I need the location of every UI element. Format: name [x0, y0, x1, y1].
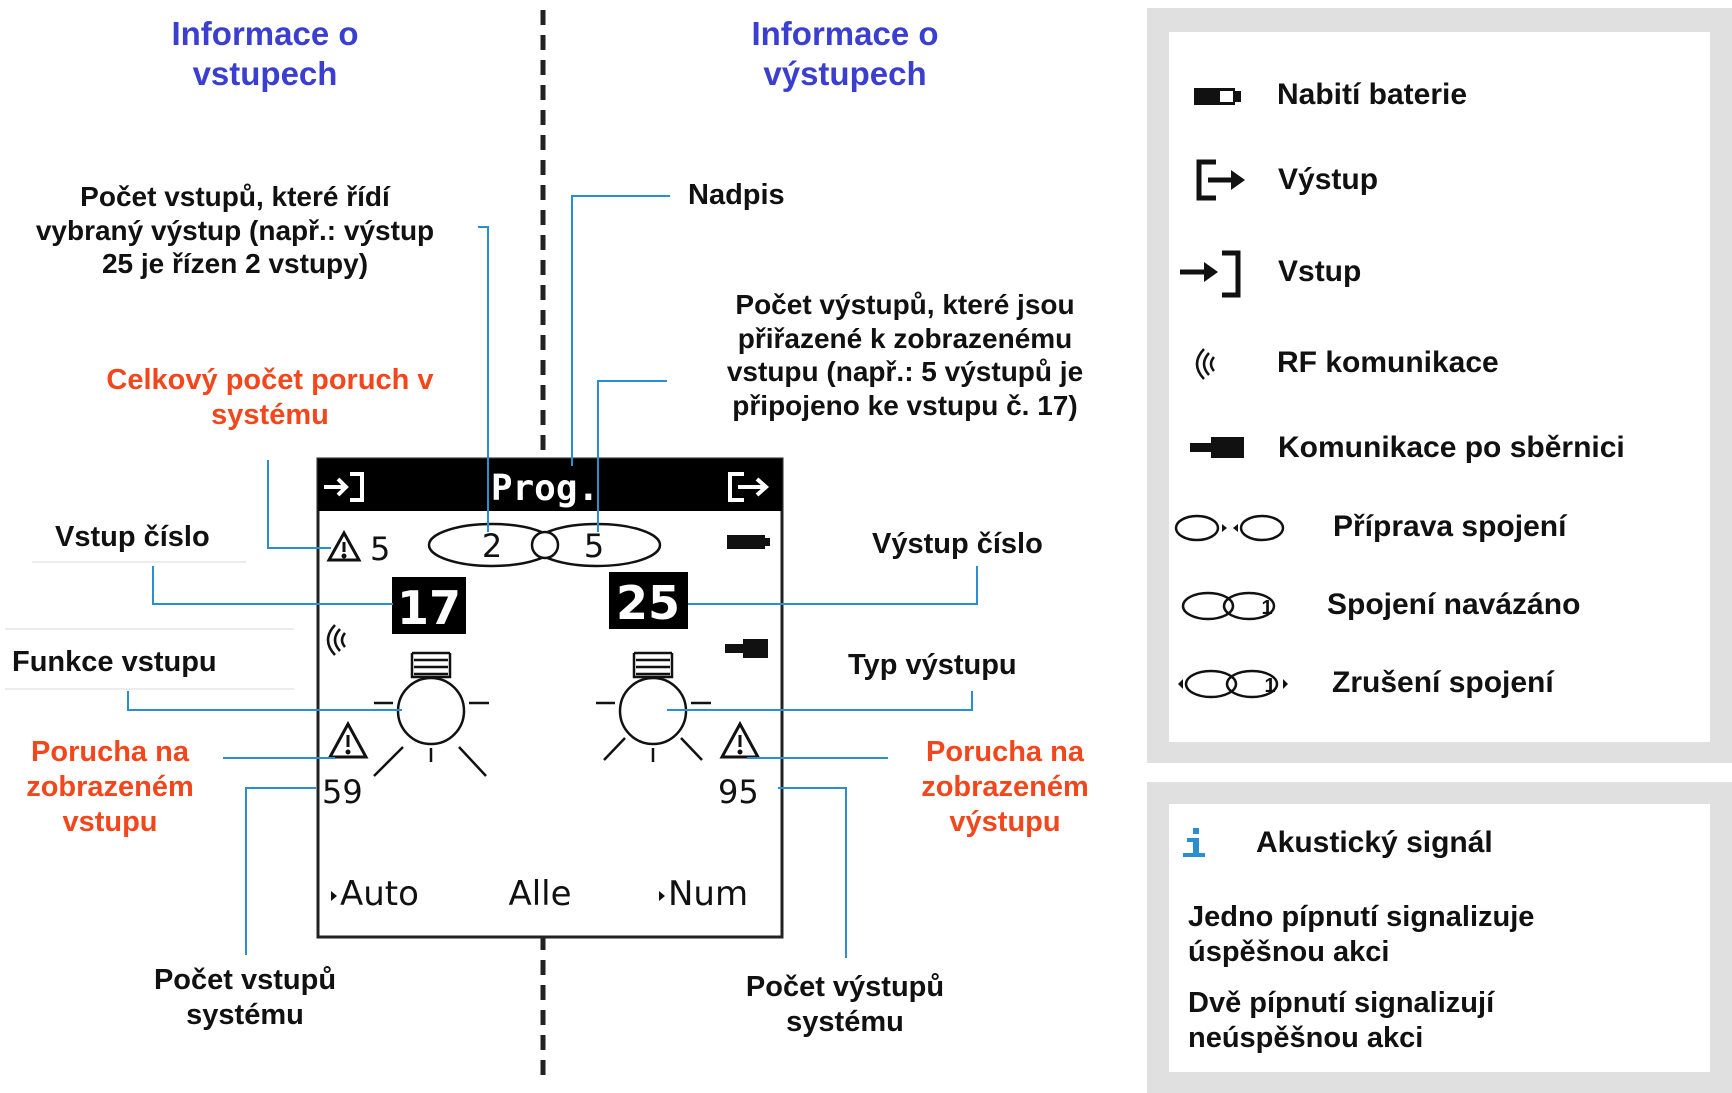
leader-input-function	[127, 691, 402, 711]
leader-output-count	[597, 380, 667, 532]
display-input-fault-value: 59	[322, 773, 363, 811]
callout-system-inputs: Počet vstupů systému	[153, 964, 337, 1031]
leader-title	[571, 195, 670, 466]
leader-output-type	[667, 691, 973, 711]
leader-lines	[127, 195, 978, 958]
acoustic-one-beep: Jedno pípnutí signalizuje úspěšnou akci	[1188, 901, 1535, 968]
display-total-fault-icon	[326, 529, 362, 562]
display-title-bar	[318, 459, 782, 511]
leader-system-outputs	[778, 787, 847, 958]
legend-label-link-established: Spojení navázáno	[1327, 588, 1581, 621]
display-output-fault-value: 95	[718, 773, 759, 811]
display-bus-icon	[725, 639, 768, 658]
display-fault-count: 5	[370, 530, 390, 568]
callout-input-fault: Porucha na zobrazeném vstupu	[26, 736, 194, 838]
inputs-heading: Informace o vstupech	[171, 15, 359, 92]
callout-input-function: Funkce vstupu	[12, 646, 217, 678]
callout-input-count-per-output: Počet vstupů, které řídí vybraný výstup …	[35, 181, 435, 280]
legend-label-rf: RF komunikace	[1277, 346, 1499, 379]
legend-label-link-prepare: Příprava spojení	[1333, 510, 1567, 543]
display-input-icon	[324, 472, 364, 502]
soft-key-num: Num	[668, 874, 748, 914]
acoustic-two-beeps: Dvě pípnutí signalizují neúspěšnou akci	[1188, 987, 1495, 1054]
legend-label-battery: Nabití baterie	[1277, 78, 1468, 111]
display-input-number: 17	[397, 581, 461, 635]
leader-system-inputs	[245, 787, 316, 955]
display-battery-icon	[727, 535, 770, 549]
callout-output-fault: Porucha na zobrazeném výstupu	[921, 736, 1089, 838]
leader-output-number	[688, 566, 978, 605]
display-title: Prog.	[491, 468, 599, 509]
callout-title: Nadpis	[688, 179, 785, 211]
display-rf-icon	[326, 624, 346, 656]
legend-label-output: Výstup	[1278, 163, 1379, 196]
acoustic-title: Akustický signál	[1256, 826, 1493, 859]
display-output-number: 25	[616, 576, 680, 630]
legend-label-input: Vstup	[1278, 255, 1362, 288]
leader-total-faults	[267, 460, 331, 549]
leader-input-number	[152, 566, 393, 605]
soft-key-auto: Auto	[340, 874, 419, 914]
display-inputs-link-count: 2	[482, 527, 502, 565]
callout-input-number: Vstup číslo	[55, 521, 210, 553]
device-display-diagram: Prog. 5 2 5 17 25	[5, 10, 978, 1080]
legend-label-link-cancel: Zrušení spojení	[1332, 666, 1554, 699]
acoustic-panel	[1147, 782, 1732, 1093]
outputs-heading: Informace o výstupech	[751, 15, 939, 92]
callout-output-number: Výstup číslo	[872, 528, 1043, 560]
callout-output-count-per-input: Počet výstupů, které jsou přiřazené k zo…	[726, 289, 1084, 421]
display-output-fault-icon	[719, 720, 761, 759]
leader-input-count	[478, 226, 489, 532]
display-input-fault-icon	[327, 720, 369, 759]
soft-key-alle: Alle	[508, 874, 571, 914]
display-output-icon	[728, 472, 770, 502]
display-outputs-link-count: 5	[584, 527, 604, 565]
legend-label-bus: Komunikace po sběrnici	[1278, 431, 1625, 464]
legend-panel	[1147, 8, 1732, 763]
callout-system-outputs: Počet výstupů systému	[745, 971, 945, 1038]
callout-output-type: Typ výstupu	[848, 649, 1017, 681]
callout-total-faults: Celkový počet poruch v systému	[106, 364, 434, 431]
